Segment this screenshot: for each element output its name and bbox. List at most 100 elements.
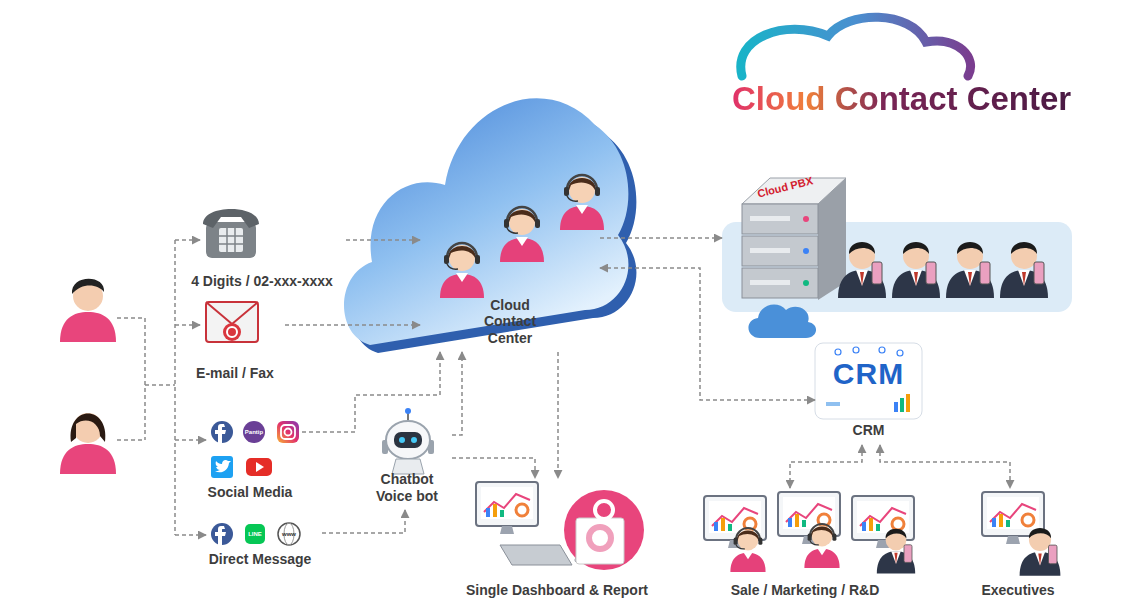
illustration-part [946, 242, 994, 298]
illustration-part [256, 462, 264, 472]
illustration-part [215, 460, 231, 472]
illustration-part [440, 243, 484, 298]
illustration-part [382, 408, 434, 474]
illustration-part [595, 501, 613, 519]
illustration-part [1000, 242, 1048, 298]
illustration-part [804, 524, 839, 568]
illustration-part [175, 439, 206, 441]
illustration-part [203, 209, 259, 228]
node-label: E-mail / Fax [196, 365, 274, 382]
illustration-part [211, 523, 233, 545]
node-label: CRM [853, 422, 885, 440]
connector [452, 352, 462, 435]
illustration-part [72, 279, 104, 294]
node-label: Single Dashboard & Report [466, 582, 648, 599]
illustration-part [117, 240, 175, 535]
illustration-part [750, 280, 790, 285]
connector [557, 352, 559, 478]
illustration-part [60, 413, 116, 474]
illustration-part [835, 347, 903, 356]
social-channel: Social Media [198, 414, 302, 506]
illustration-part [877, 529, 915, 574]
executive-group: Executives [966, 488, 1070, 604]
illustration-part [803, 248, 809, 254]
illustration-part [175, 239, 200, 241]
pbx-panel: Cloud PBX [722, 176, 1074, 314]
node-label: Social Media [208, 484, 293, 501]
connector [322, 510, 405, 533]
message-channel: Direct Message [198, 515, 322, 573]
illustration-part [560, 175, 604, 230]
illustration-part [826, 402, 840, 406]
illustration-part [206, 302, 258, 342]
connector [600, 237, 722, 239]
illustration-part [1020, 528, 1061, 576]
illustration-part [804, 524, 839, 568]
crm-box: CRM CRM [815, 343, 922, 445]
illustration-part [227, 327, 237, 337]
illustration-part [730, 528, 765, 572]
illustration-part [175, 324, 200, 326]
connector [880, 445, 1010, 488]
illustration-part [894, 402, 898, 412]
server-label: Cloud PBX [756, 174, 814, 199]
connector [790, 445, 862, 488]
icon-label: Pantip [239, 428, 269, 436]
illustration-part [576, 518, 624, 564]
chatbot: Chatbot Voice bot [362, 410, 452, 510]
illustration-part [60, 281, 116, 342]
node-label: 4 Digits / 02-xxx-xxxx [191, 273, 333, 290]
illustration-part [277, 421, 299, 443]
icon-label: LINE [240, 530, 270, 538]
contact-cloud: Cloud Contact Center [420, 160, 600, 352]
connector [452, 458, 535, 478]
illustration-part [175, 534, 206, 536]
illustration-part [500, 207, 544, 262]
node-label: Chatbot Voice bot [362, 471, 452, 505]
illustration-part [589, 527, 611, 549]
node-label: Cloud Contact Center [470, 297, 550, 347]
illustration-part [206, 222, 256, 258]
illustration-part [838, 242, 886, 298]
crm-logo: CRM [815, 357, 922, 391]
illustration-part [60, 279, 116, 342]
illustration-part [71, 414, 106, 443]
illustration-part [476, 482, 538, 534]
illustration-part [399, 437, 405, 443]
connector [346, 239, 420, 241]
illustration-part [742, 268, 818, 298]
illustration-part [476, 482, 644, 570]
illustration-part [500, 545, 572, 565]
illustration-part [892, 242, 940, 298]
illustration-part [853, 347, 859, 353]
illustration-part [748, 304, 816, 338]
illustration-part [60, 413, 116, 474]
illustration-part [900, 398, 904, 412]
illustration-part [906, 394, 910, 412]
illustration-part [386, 421, 430, 459]
node-label: Executives [981, 582, 1054, 599]
email-channel: E-mail / Fax [185, 295, 285, 387]
illustration-part [742, 236, 818, 266]
illustration-part [219, 228, 243, 252]
illustration-part [246, 458, 272, 476]
illustration-part [815, 343, 922, 419]
illustration-part [206, 302, 258, 342]
dashboard: Single Dashboard & Report [452, 478, 662, 604]
illustration-part [223, 323, 241, 341]
illustration-part [803, 280, 809, 286]
title-logo: Cloud Contact Center [732, 80, 1071, 118]
illustration-part [730, 528, 765, 572]
illustration-part [897, 350, 903, 356]
illustration-part [879, 347, 885, 353]
illustration-part [835, 349, 841, 355]
connector [285, 324, 420, 326]
illustration-part [344, 98, 628, 345]
illustration-part [211, 421, 233, 443]
illustration-part [394, 432, 422, 448]
illustration-part [750, 216, 790, 221]
illustration-part [203, 209, 259, 258]
connector [600, 268, 815, 400]
illustration-part [564, 490, 644, 570]
